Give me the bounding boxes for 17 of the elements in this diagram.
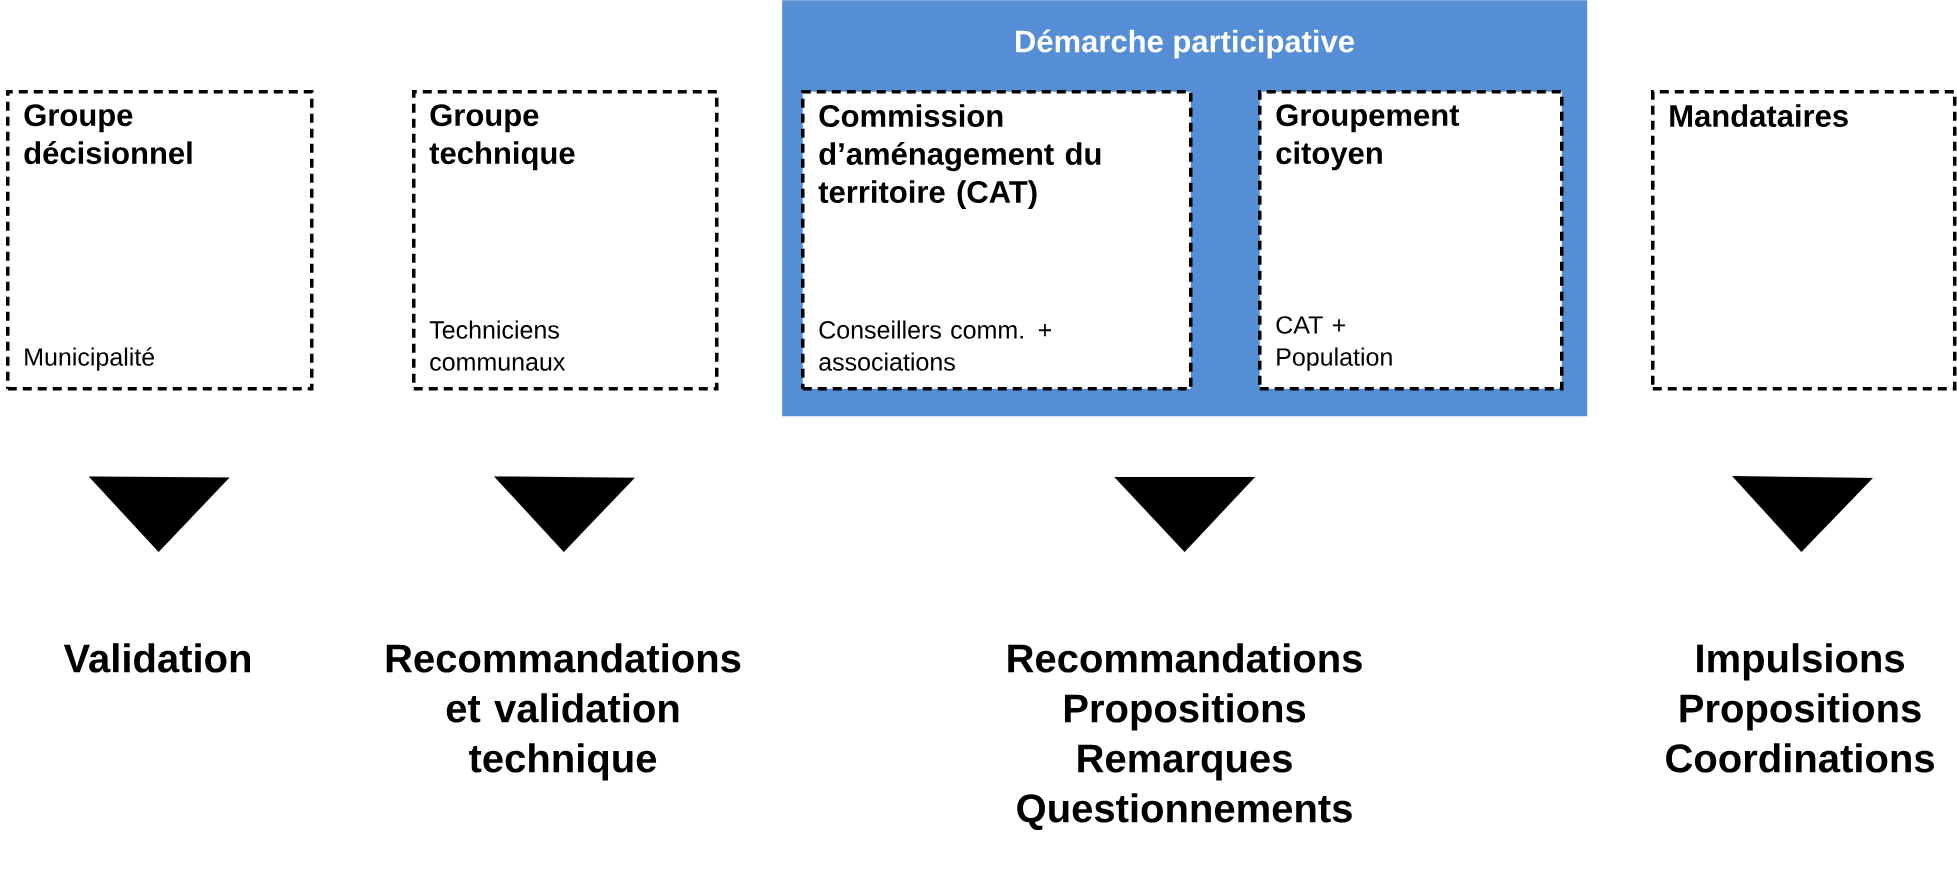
result-text: Impulsions Propositions Coordinations: [1666, 643, 1934, 773]
result-text: Validation: [63, 643, 250, 673]
box-body: Techniciens communaux: [429, 320, 566, 371]
arrow: [1114, 476, 1256, 552]
box-title: Mandataires: [1670, 104, 1848, 127]
box-body: Conseillers comm. + associations: [819, 320, 1051, 371]
result-text: Recommandations et validation technique: [386, 643, 741, 781]
box-title: Groupement citoyen: [1276, 104, 1460, 171]
result-text: Recommandations Propositions Remarques Questionnements: [1008, 643, 1362, 831]
arrow: [88, 476, 230, 552]
box-title: Commission d’aménagement du territoire (CAT): [818, 104, 1101, 210]
box-body: Municipalité: [25, 347, 155, 371]
box-title: Groupe décisionnel: [24, 104, 192, 165]
box-title: Groupe technique: [429, 104, 575, 171]
box-body: CAT + Population: [1276, 316, 1392, 371]
arrow: [1732, 475, 1873, 552]
arrow: [494, 476, 635, 552]
